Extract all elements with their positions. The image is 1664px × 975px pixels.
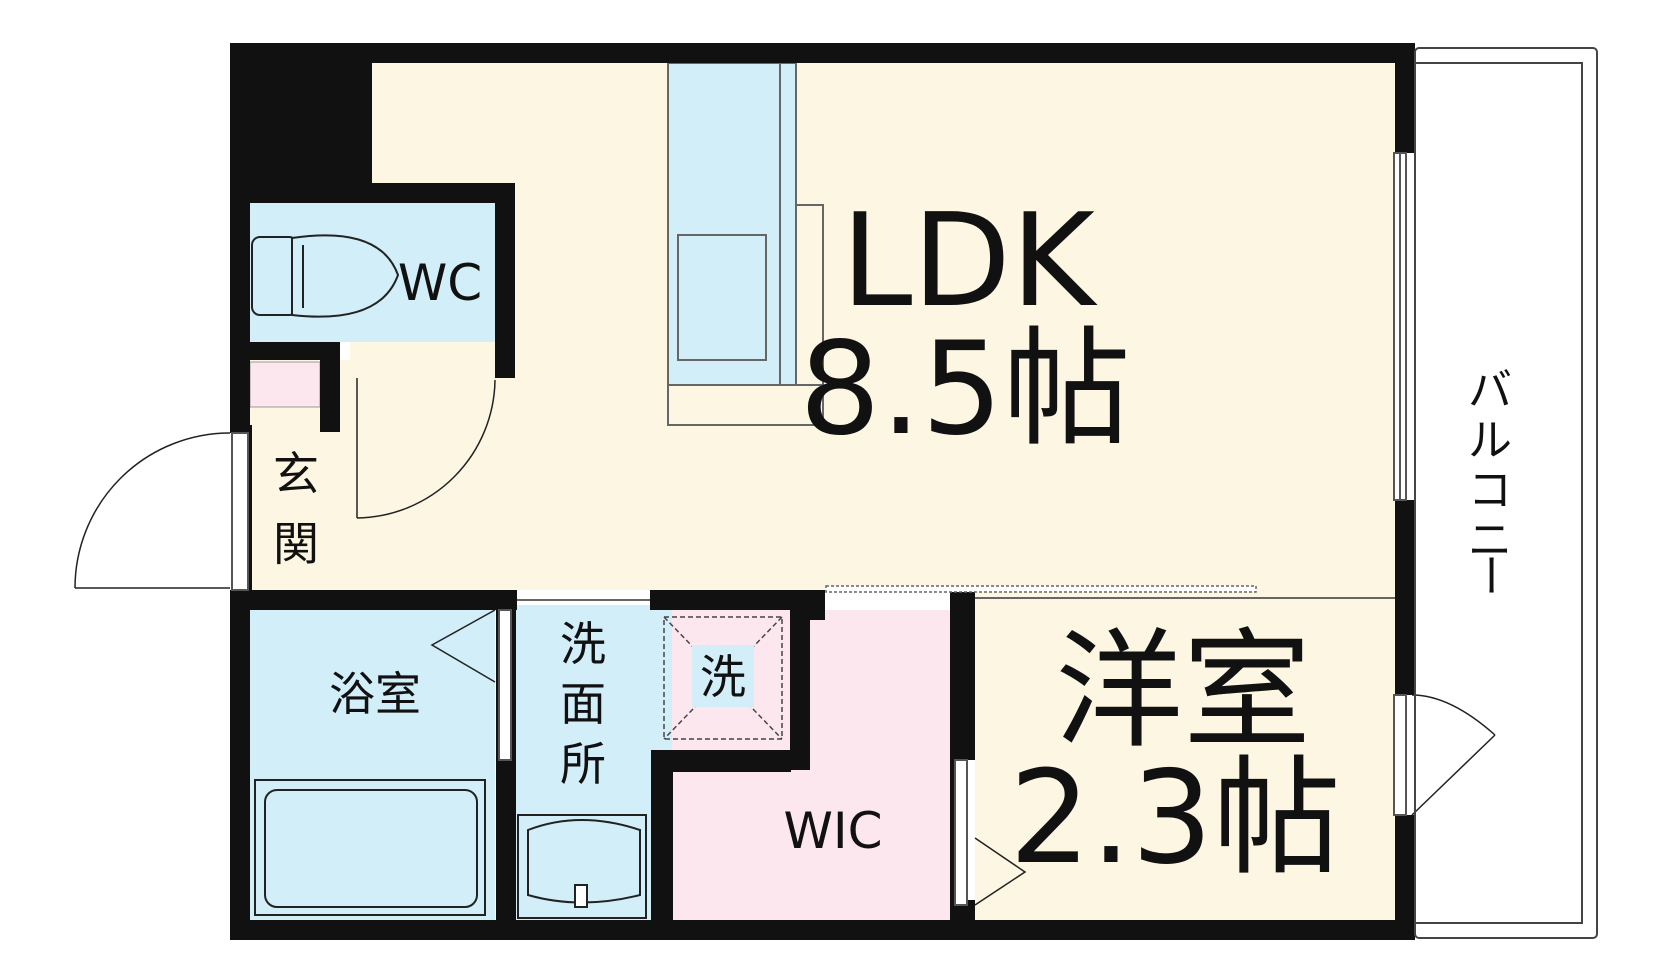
door-swings: [74, 378, 1496, 906]
sink-icon: [677, 234, 767, 361]
washroom-label-2: 面: [560, 677, 606, 731]
entrance-label-1: 玄: [273, 447, 319, 501]
ldk-floor: [350, 63, 1395, 590]
shoe-cabinet: [249, 361, 321, 408]
wc-label: WC: [398, 254, 482, 312]
wic-label: WIC: [783, 802, 882, 860]
ldk-room-name: LDK: [841, 187, 1098, 336]
bathtub-icon: [254, 779, 486, 916]
ldk-room-size: 8.5帖: [799, 315, 1131, 464]
washroom-label-3: 所: [560, 737, 606, 791]
western-room-size: 2.3帖: [1009, 744, 1341, 893]
balcony-outline: [1414, 47, 1598, 939]
balcony-char-4: ニ: [1468, 515, 1512, 566]
entrance-label-2: 関: [273, 517, 319, 571]
balcony-label: バ ル コ ニ ー: [1464, 365, 1515, 597]
windows: [231, 152, 1407, 906]
balcony-char-5: ー: [1464, 553, 1515, 597]
washer-label: 洗: [700, 650, 746, 704]
balcony-char-1: バ: [1468, 365, 1512, 416]
washroom-label-1: 洗: [560, 617, 606, 671]
balcony-char-3: コ: [1468, 465, 1512, 516]
sliding-door: [825, 585, 1395, 599]
washer-label-bg: [692, 645, 754, 707]
toilet-icon: [251, 234, 400, 318]
walls: [230, 43, 1415, 940]
western-room-floor: [975, 590, 1395, 920]
balcony-char-2: ル: [1468, 415, 1512, 466]
kitchen-counter: [667, 62, 824, 426]
bath-label: 浴室: [329, 667, 421, 721]
wash-basin-icon: [517, 814, 647, 919]
western-room-name: 洋室: [1055, 617, 1311, 766]
